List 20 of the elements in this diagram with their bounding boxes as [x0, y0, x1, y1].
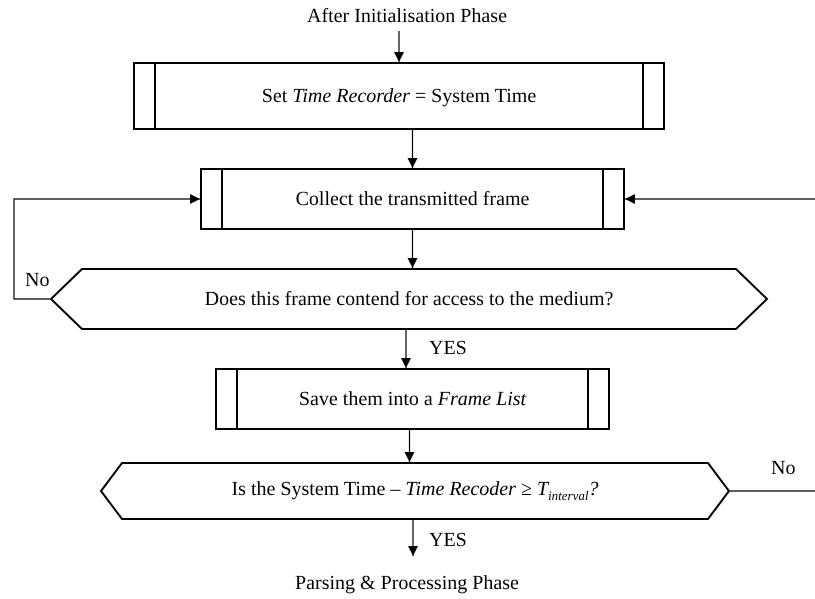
arrow	[13, 194, 200, 300]
arrow	[401, 330, 411, 368]
node-text: Is the System Time – Time Recoder ≥ T$_{interval}$?	[232, 478, 598, 504]
node-text: Save them into a Frame List	[298, 388, 526, 410]
decision-hexagon	[100, 462, 730, 520]
arrow	[394, 31, 404, 62]
arrow	[408, 520, 418, 556]
node-text: After Initialisation Phase	[307, 4, 507, 28]
node-text: Collect the transmitted frame	[296, 188, 530, 210]
arrow	[408, 230, 418, 268]
subprocess-box	[215, 368, 610, 430]
subprocess-box	[133, 62, 665, 130]
node-text: Does this frame contend for access to the medium?	[204, 288, 614, 310]
decision-hexagon	[50, 268, 768, 330]
node-text: Parsing & Processing Phase	[295, 572, 519, 594]
subprocess-box	[200, 168, 625, 230]
arrow	[408, 130, 418, 168]
node-text: Set Time Recorder = System Time	[262, 84, 536, 108]
arrow	[404, 430, 414, 462]
arrow	[625, 194, 815, 204]
